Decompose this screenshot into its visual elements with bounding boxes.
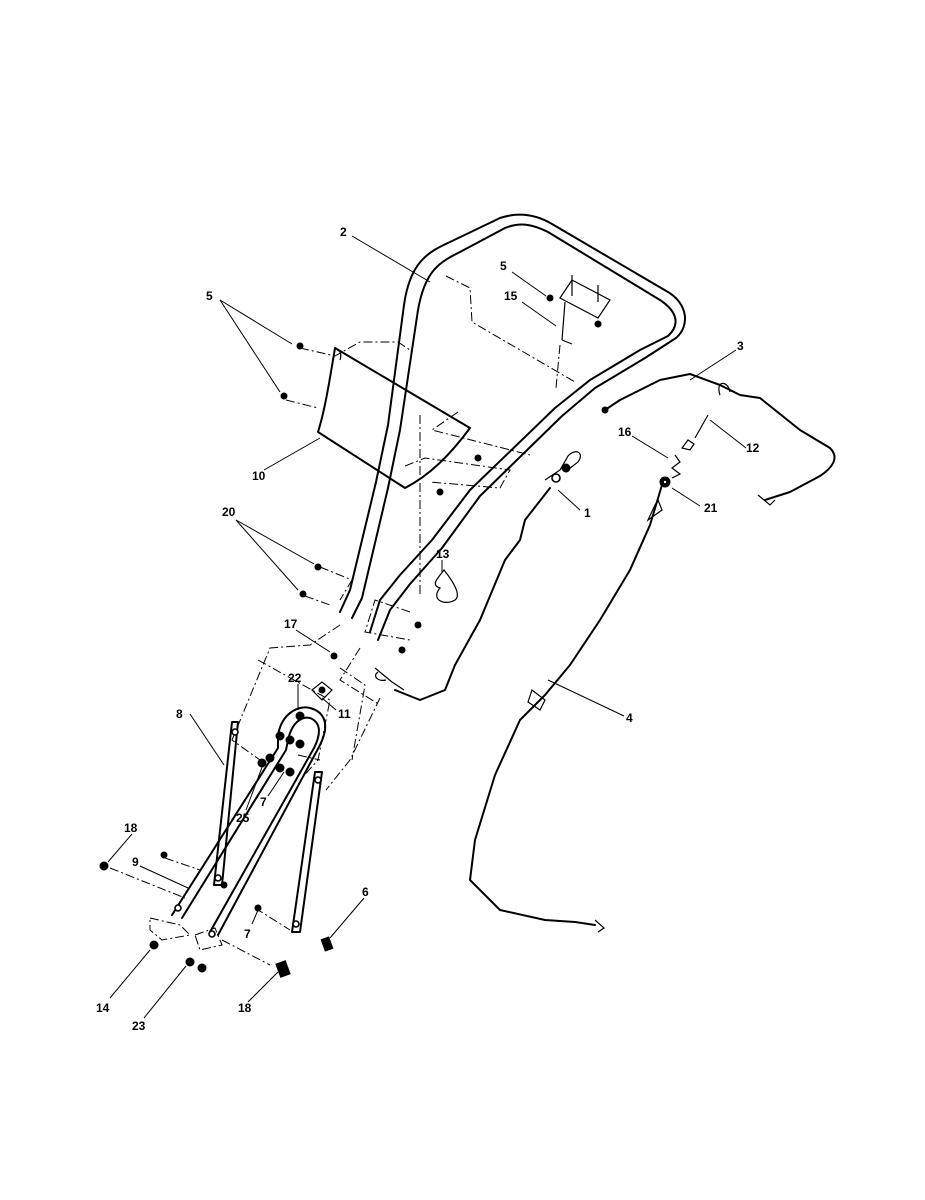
callout-13: 13: [436, 547, 450, 561]
callout-labels: 2 5 15 5 3 16 12 10 1 21 20 13 17 22 11 …: [96, 225, 760, 1033]
callout-12: 12: [746, 441, 760, 455]
callout-18-top: 18: [124, 821, 138, 835]
hardware: [99, 294, 671, 978]
bracket-11: [311, 681, 333, 701]
callout-2: 2: [340, 225, 347, 239]
callout-18-bottom: 18: [238, 1001, 252, 1015]
callout-7-lower: 7: [244, 927, 251, 941]
cable-tie: [434, 569, 458, 603]
callout-5-left: 5: [206, 289, 213, 303]
callout-9: 9: [132, 855, 139, 869]
callout-16: 16: [618, 425, 632, 439]
callout-7-upper: 7: [260, 795, 267, 809]
upper-handle: [339, 213, 686, 641]
callout-14: 14: [96, 1001, 110, 1015]
callout-15: 15: [504, 289, 518, 303]
cable-4: [469, 484, 663, 933]
callout-17: 17: [284, 617, 298, 631]
callout-3: 3: [737, 339, 744, 353]
cable-3: [601, 373, 836, 506]
spring-assembly: [671, 414, 709, 479]
leader-lines: [107, 235, 747, 1019]
callout-6: 6: [362, 885, 369, 899]
callout-21: 21: [704, 501, 718, 515]
assembly-lines: [109, 275, 576, 966]
callout-22: 22: [288, 671, 302, 685]
callout-23: 23: [132, 1019, 146, 1033]
callout-1: 1: [584, 506, 591, 520]
callout-4: 4: [626, 711, 633, 725]
callout-25: 25: [236, 811, 250, 825]
handle-bracket: [559, 275, 611, 345]
control-panel: [317, 347, 471, 489]
callout-11: 11: [338, 707, 351, 721]
callout-8: 8: [176, 707, 183, 721]
control-lever: [374, 451, 581, 701]
callout-20: 20: [222, 505, 236, 519]
callout-5-top: 5: [500, 259, 507, 273]
callout-10: 10: [252, 469, 266, 483]
